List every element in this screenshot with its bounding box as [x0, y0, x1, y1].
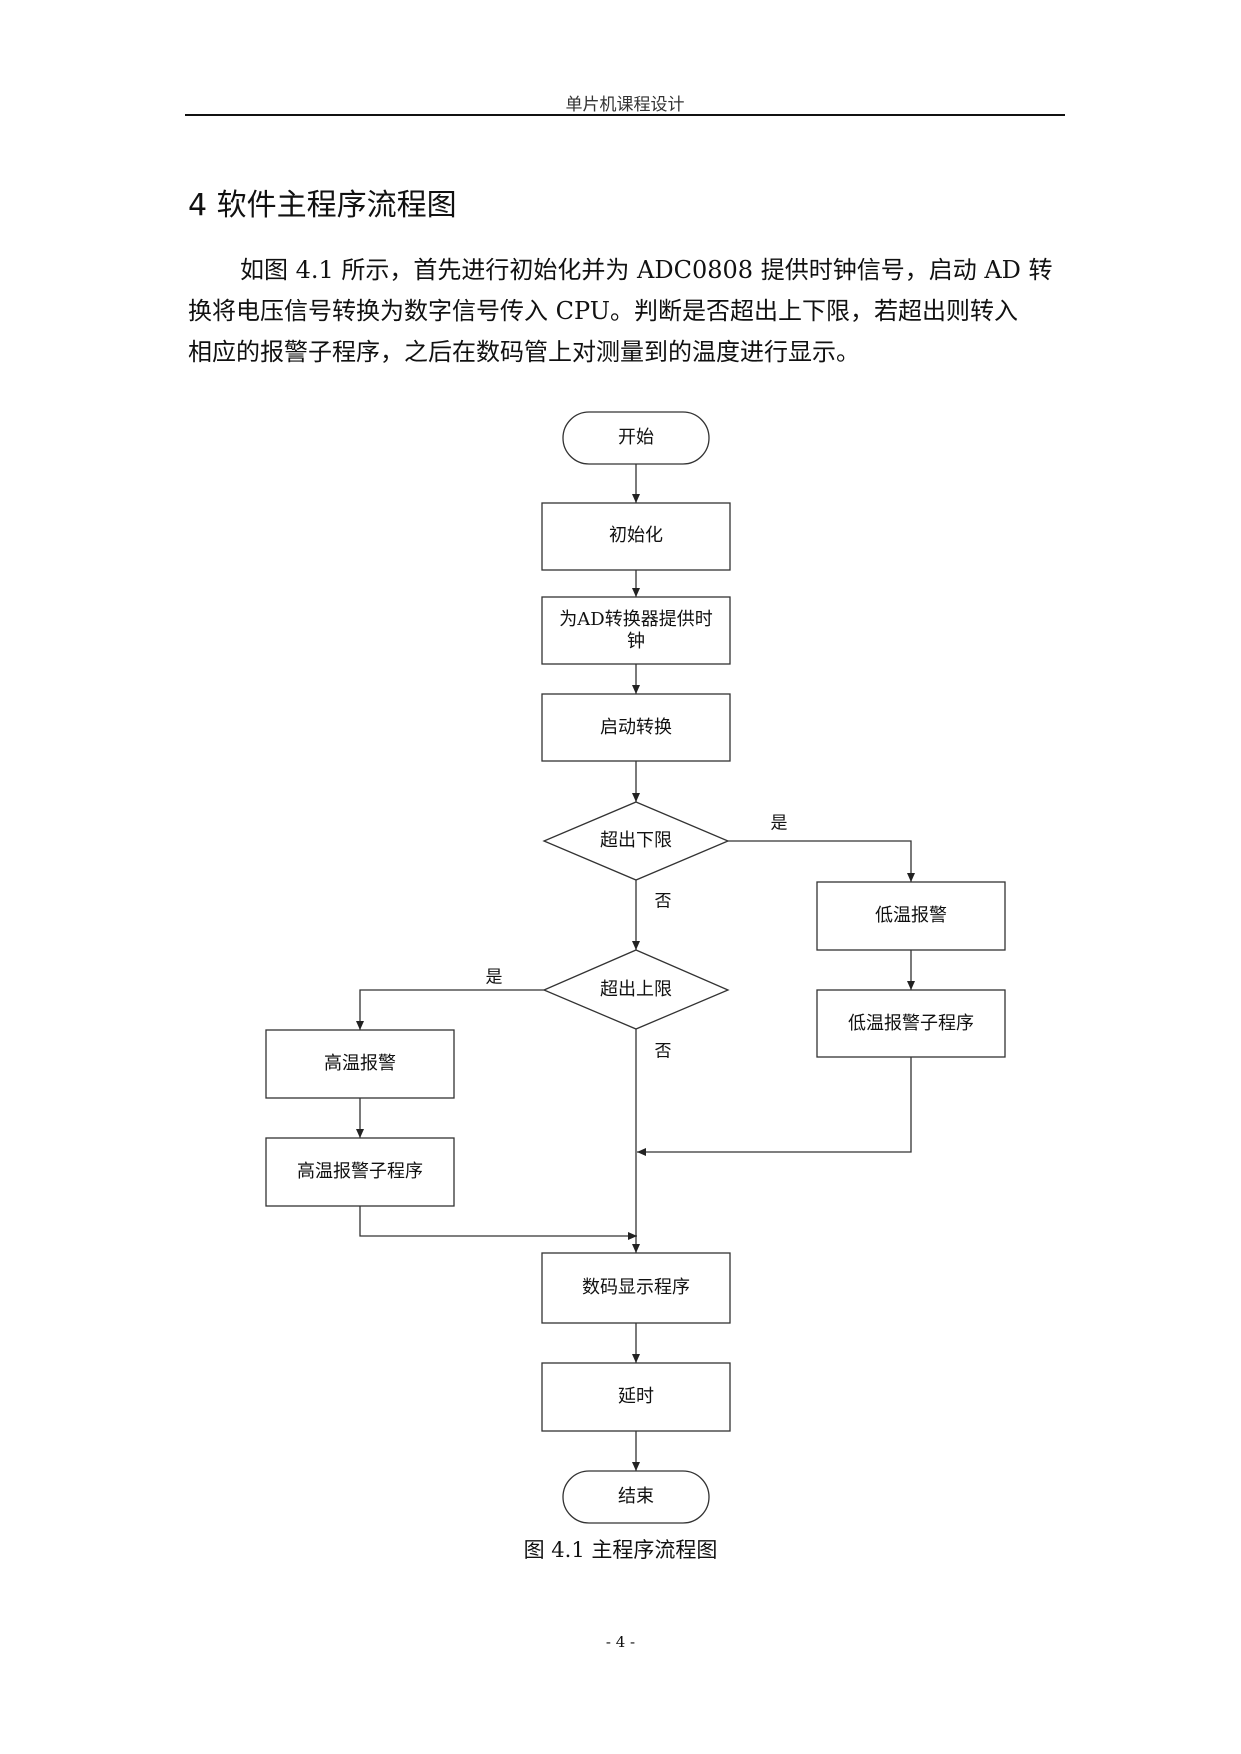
arrow-high-sub-to-merge — [359, 1206, 637, 1240]
body-paragraph: 如图 4.1 所示，首先进行初始化并为 ADC0808 提供时钟信号，启动 AD… — [188, 250, 1056, 373]
end-label: 结束 — [618, 1486, 654, 1507]
delay-box — [541, 1362, 731, 1432]
arrow-high-yes-to-high-alarm — [356, 989, 544, 1030]
start-convert-label: 启动转换 — [600, 717, 672, 738]
running-header: 单片机课程设计 — [565, 95, 685, 115]
header-rule — [185, 114, 1065, 116]
section-heading: 4 软件主程序流程图 — [188, 188, 457, 223]
low-alarm-sub-label: 低温报警子程序 — [848, 1013, 974, 1034]
delay-label: 延时 — [618, 1386, 654, 1407]
low-alarm-box — [816, 881, 1006, 951]
low-no-label: 否 — [655, 892, 672, 912]
paragraph-line-1: 如图 4.1 所示，首先进行初始化并为 ADC0808 提供时钟信号，启动 AD… — [240, 256, 1053, 284]
display-label: 数码显示程序 — [582, 1277, 690, 1298]
low-yes-label: 是 — [771, 814, 788, 834]
low-alarm-label: 低温报警 — [875, 905, 947, 926]
start-terminal — [562, 411, 710, 465]
low-limit-decision — [542, 801, 730, 881]
paragraph-line-2: 换将电压信号转换为数字信号传入 CPU。判断是否超出上下限，若超出则转入 — [188, 297, 1018, 325]
start-convert-box — [541, 693, 731, 762]
high-alarm-sub-box — [265, 1137, 455, 1207]
high-yes-label: 是 — [486, 968, 503, 988]
low-alarm-sub-box — [816, 989, 1006, 1058]
init-box — [541, 502, 731, 571]
page-number: - 4 - — [605, 1633, 636, 1651]
init-label: 初始化 — [609, 525, 663, 546]
low-limit-label: 超出下限 — [600, 830, 672, 851]
high-limit-decision — [542, 949, 730, 1030]
end-terminal — [562, 1470, 710, 1524]
figure-caption: 图 4.1 主程序流程图 — [523, 1538, 718, 1562]
high-alarm-box — [265, 1029, 455, 1099]
clock-label-line-2: 钟 — [627, 631, 645, 652]
arrow-low-sub-to-merge — [637, 1057, 912, 1156]
high-no-label: 否 — [655, 1042, 672, 1062]
arrow-low-yes-to-low-alarm — [728, 840, 915, 882]
high-alarm-sub-label: 高温报警子程序 — [297, 1161, 423, 1182]
paragraph-line-3: 相应的报警子程序，之后在数码管上对测量到的温度进行显示。 — [188, 338, 860, 366]
high-alarm-label: 高温报警 — [324, 1053, 396, 1074]
display-box — [541, 1252, 731, 1324]
start-label: 开始 — [618, 427, 654, 448]
high-limit-label: 超出上限 — [600, 979, 672, 1000]
clock-label-line-1: 为AD转换器提供时 — [559, 609, 712, 630]
clock-box — [541, 596, 731, 665]
